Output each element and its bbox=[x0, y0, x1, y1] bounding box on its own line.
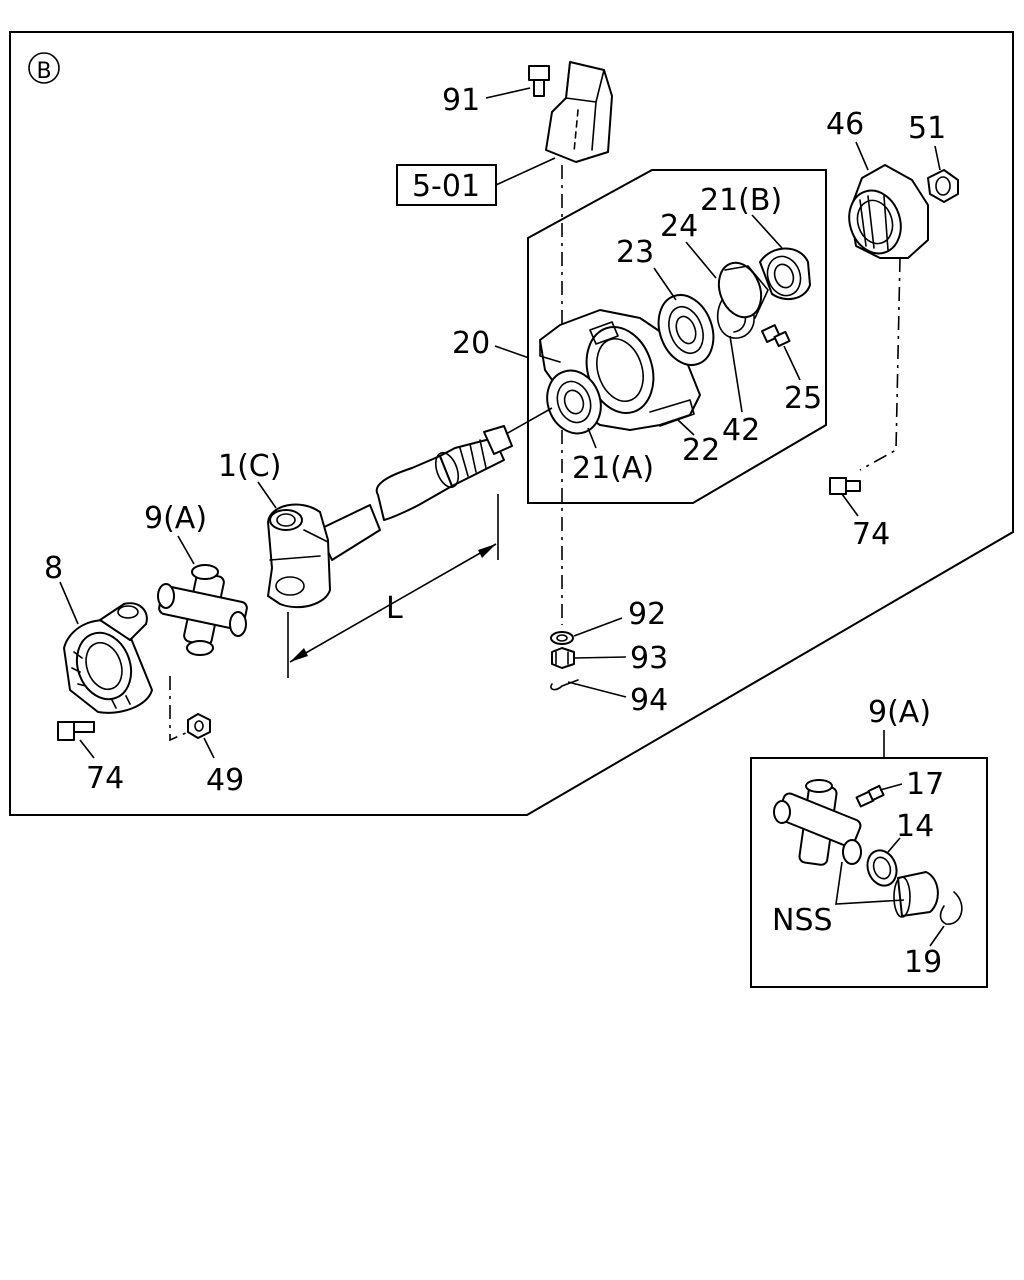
grease-nipple-25 bbox=[761, 324, 791, 348]
detail-frame-9a bbox=[750, 757, 988, 988]
nut-49 bbox=[187, 713, 211, 739]
label-92: 92 bbox=[628, 597, 666, 632]
leader-nss bbox=[835, 861, 905, 905]
leader-24 bbox=[685, 241, 717, 279]
label-23: 23 bbox=[616, 235, 654, 270]
centerline-bolt-nut bbox=[169, 676, 189, 742]
leader-8 bbox=[59, 581, 79, 625]
leader-21a bbox=[587, 427, 597, 449]
label-42: 42 bbox=[722, 413, 760, 448]
leader-5-01 bbox=[495, 157, 556, 186]
dimension-L bbox=[287, 494, 499, 678]
seal-21b bbox=[759, 247, 811, 301]
detail-title-9a: 9(A) bbox=[868, 695, 931, 730]
bearing-assembly-frame bbox=[527, 169, 827, 504]
leader-74-left bbox=[79, 739, 95, 759]
main-frame bbox=[9, 31, 1014, 816]
bolt-91 bbox=[528, 65, 550, 97]
flange-yoke-8 bbox=[63, 602, 153, 714]
bolt-74-left bbox=[57, 721, 95, 741]
label-L: L bbox=[386, 591, 403, 626]
centerline-flange-bolt bbox=[859, 257, 901, 471]
detail-bearing-cup bbox=[893, 871, 939, 918]
label-74-right: 74 bbox=[852, 517, 890, 552]
leader-94 bbox=[567, 681, 627, 698]
propeller-shaft-1c bbox=[317, 425, 513, 561]
label-1c: 1(C) bbox=[218, 449, 281, 484]
label-nss: NSS bbox=[772, 903, 833, 938]
leader-92 bbox=[573, 617, 623, 637]
detail-snap-ring-19 bbox=[939, 891, 963, 925]
label-46: 46 bbox=[826, 107, 864, 142]
label-49: 49 bbox=[206, 763, 244, 798]
leader-46 bbox=[855, 141, 869, 171]
label-24: 24 bbox=[660, 209, 698, 244]
label-5-01: 5-01 bbox=[412, 169, 480, 204]
bearing-cover-24 bbox=[717, 261, 769, 319]
leader-25 bbox=[783, 345, 801, 381]
cotter-pin-94 bbox=[550, 679, 579, 691]
leader-49 bbox=[203, 737, 215, 759]
leader-51 bbox=[934, 145, 941, 171]
universal-joint-9a bbox=[157, 564, 248, 656]
label-8: 8 bbox=[44, 551, 63, 586]
bolt-74-right bbox=[829, 477, 861, 495]
label-93: 93 bbox=[630, 641, 668, 676]
label-14: 14 bbox=[896, 809, 934, 844]
bracket-5-01 bbox=[545, 61, 613, 163]
label-91: 91 bbox=[442, 83, 480, 118]
label-22: 22 bbox=[682, 433, 720, 468]
label-21a: 21(A) bbox=[572, 451, 654, 486]
leader-93 bbox=[573, 656, 627, 659]
leader-22 bbox=[677, 419, 695, 436]
lock-nut-51 bbox=[927, 169, 959, 203]
seal-21a bbox=[546, 369, 602, 435]
leader-21b bbox=[751, 214, 783, 249]
label-74-left: 74 bbox=[86, 761, 124, 796]
label-20: 20 bbox=[452, 326, 490, 361]
castle-nut-93 bbox=[551, 647, 575, 669]
detail-grease-nipple-17 bbox=[855, 784, 885, 808]
leader-1c bbox=[257, 481, 277, 509]
leader-14 bbox=[887, 837, 901, 853]
shaft-to-seal-line bbox=[505, 407, 553, 435]
leader-19 bbox=[929, 925, 945, 947]
companion-flange-46 bbox=[848, 164, 929, 259]
detail-seal-14 bbox=[866, 849, 898, 887]
leader-20 bbox=[494, 345, 530, 359]
view-marker: B bbox=[28, 52, 60, 84]
detail-cross-spider bbox=[773, 779, 862, 866]
label-51: 51 bbox=[908, 111, 946, 146]
label-17: 17 bbox=[906, 767, 944, 802]
view-marker-text: B bbox=[36, 59, 51, 84]
label-21b: 21(B) bbox=[700, 183, 782, 218]
ref-box-5-01 bbox=[396, 164, 497, 206]
label-25: 25 bbox=[784, 381, 822, 416]
leader-17 bbox=[879, 783, 903, 791]
shaft-yoke bbox=[267, 503, 331, 609]
leader-23 bbox=[653, 267, 677, 301]
label-19: 19 bbox=[904, 945, 942, 980]
label-9a: 9(A) bbox=[144, 501, 207, 536]
leader-42 bbox=[729, 335, 743, 413]
washer-92 bbox=[550, 631, 574, 645]
label-94: 94 bbox=[630, 683, 668, 718]
leader-91 bbox=[485, 87, 531, 99]
leader-9a bbox=[177, 535, 195, 565]
leader-74-right bbox=[841, 493, 859, 517]
